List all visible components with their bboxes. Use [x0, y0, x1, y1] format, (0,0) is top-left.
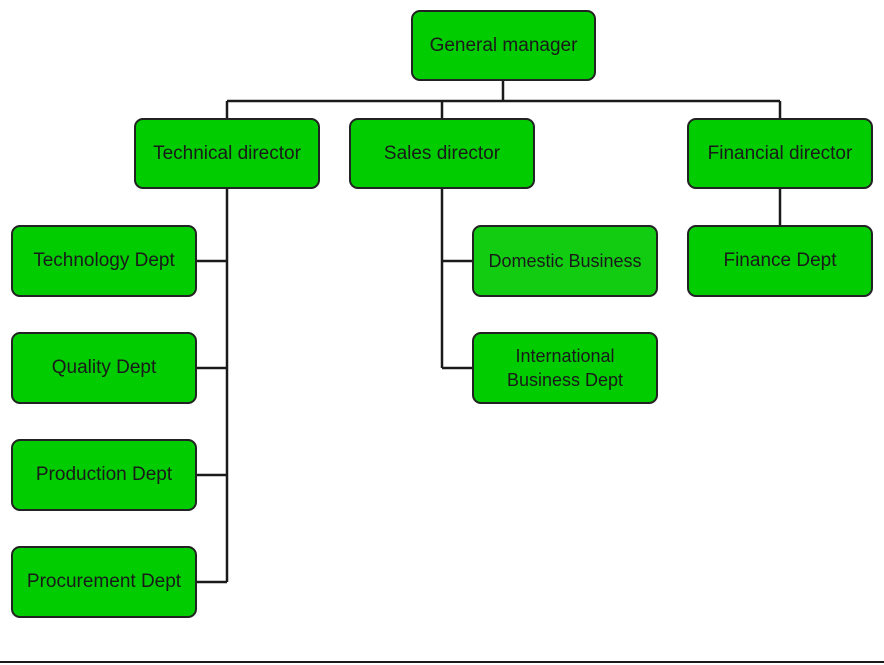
- finance-dept-node[interactable]: Finance Dept: [687, 225, 873, 297]
- technology-dept-node[interactable]: Technology Dept: [11, 225, 197, 297]
- quality-dept-label: Quality Dept: [51, 357, 157, 378]
- technical-director-label: Technical director: [153, 142, 301, 164]
- general-manager-label: General manager: [429, 34, 578, 56]
- financial-director-label: Financial director: [707, 142, 853, 164]
- finance-dept-label: Finance Dept: [723, 250, 837, 271]
- international-business-dept-node[interactable]: International Business Dept: [472, 332, 658, 404]
- procurement-dept-node[interactable]: Procurement Dept: [11, 546, 197, 618]
- international-business-dept-line1: International: [515, 346, 615, 366]
- international-business-dept-label: International Business Dept: [507, 344, 623, 392]
- technical-director-node[interactable]: Technical director: [134, 118, 320, 189]
- general-manager-node[interactable]: General manager: [411, 10, 596, 81]
- procurement-dept-label: Procurement Dept: [26, 571, 182, 592]
- production-dept-node[interactable]: Production Dept: [11, 439, 197, 511]
- domestic-business-node[interactable]: Domestic Business: [472, 225, 658, 297]
- technology-dept-label: Technology Dept: [33, 250, 175, 271]
- bottom-divider: [0, 661, 884, 663]
- international-business-dept-line2: Business Dept: [506, 370, 624, 390]
- quality-dept-node[interactable]: Quality Dept: [11, 332, 197, 404]
- sales-director-label: Sales director: [383, 142, 501, 164]
- domestic-business-label: Domestic Business: [488, 251, 642, 271]
- sales-director-node[interactable]: Sales director: [349, 118, 535, 189]
- financial-director-node[interactable]: Financial director: [687, 118, 873, 189]
- production-dept-label: Production Dept: [35, 464, 173, 485]
